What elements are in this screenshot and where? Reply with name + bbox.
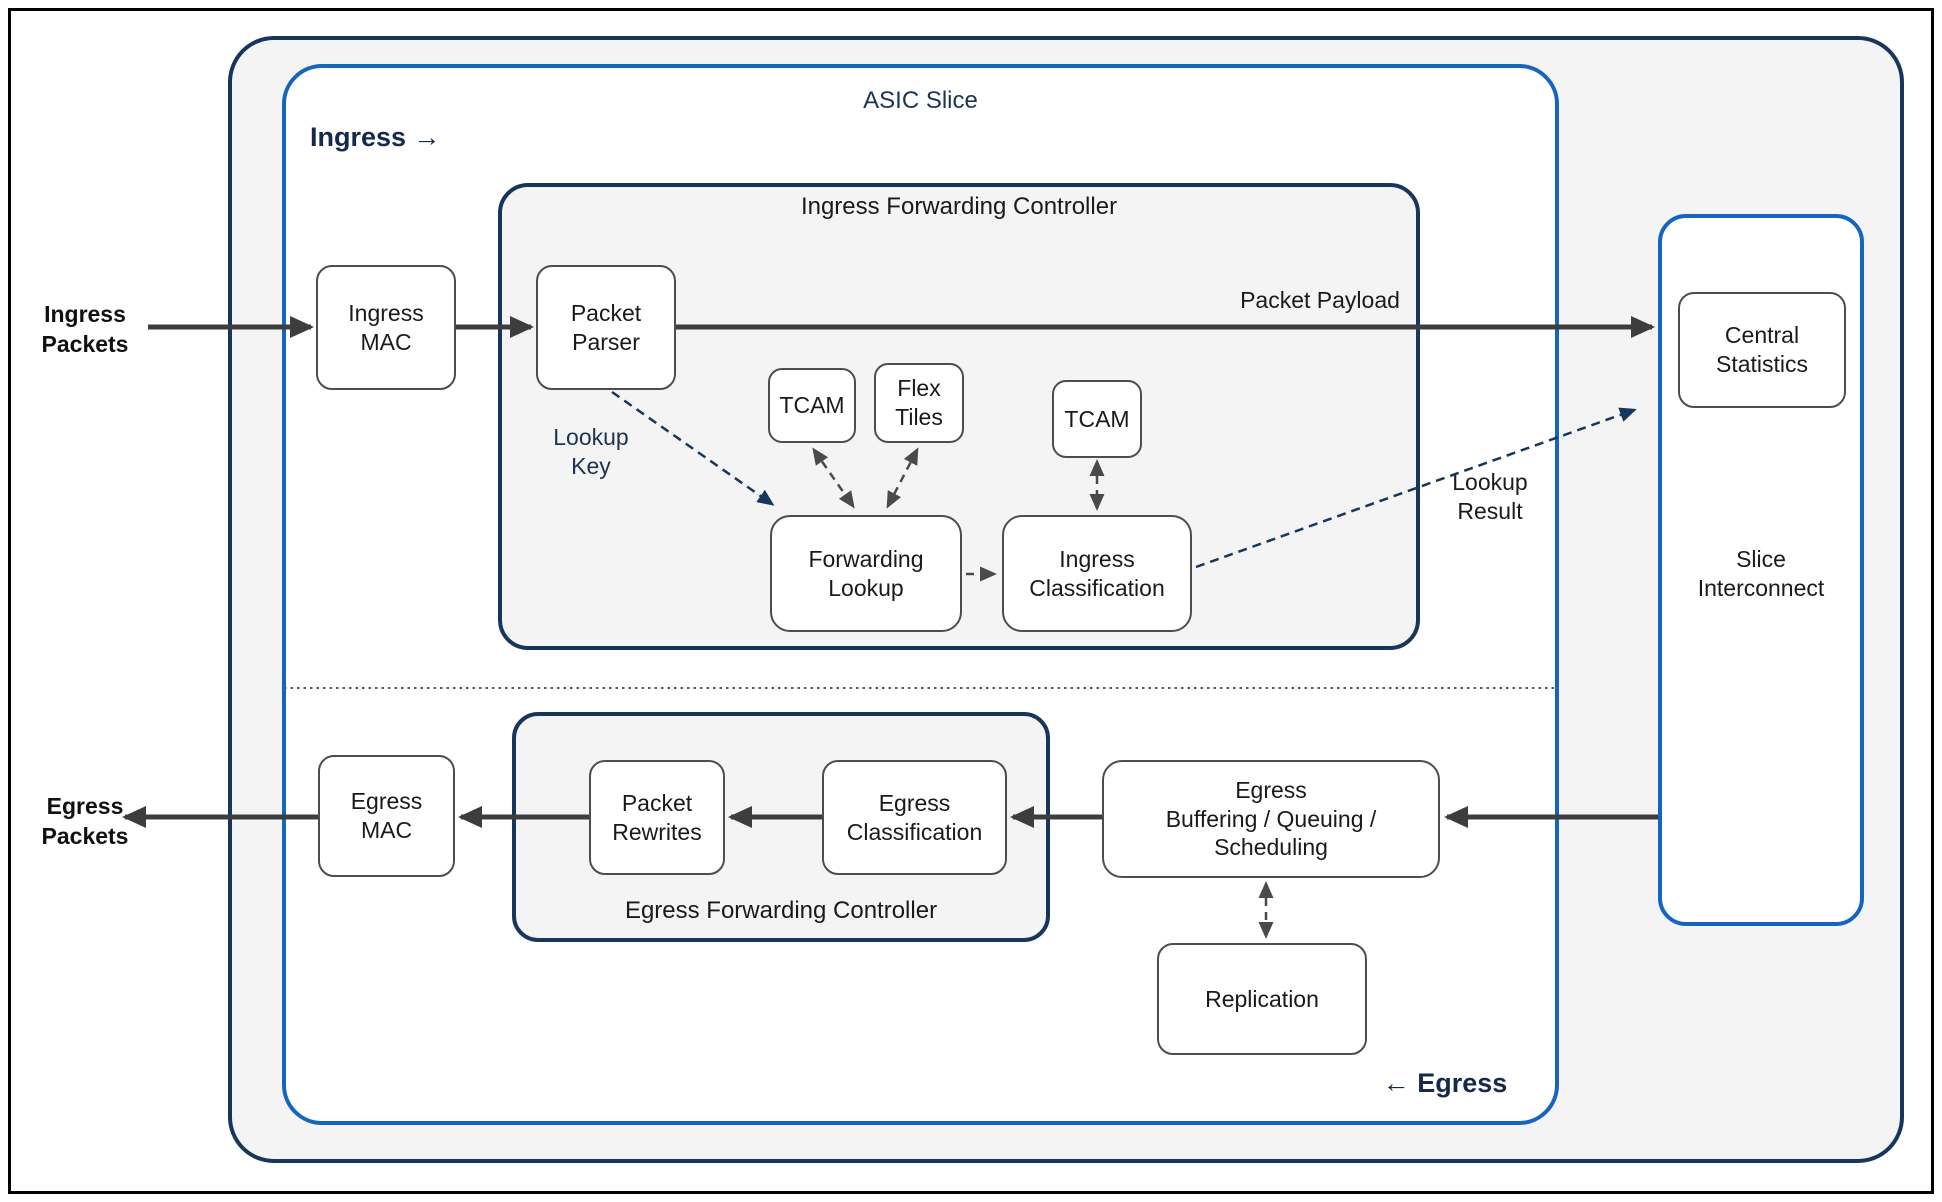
egress-mac-node: Egress MAC	[318, 755, 455, 877]
egress-packets-label: Egress Packets	[41, 793, 129, 849]
egress-buffering-line3: Scheduling	[1214, 834, 1328, 861]
ingress-mac-node: Ingress MAC	[316, 265, 456, 390]
lookup-key-label: Lookup Key	[553, 424, 629, 480]
packet-rewrites-node: Packet Rewrites	[589, 760, 725, 875]
ingress-forwarding-controller-title: Ingress Forwarding Controller	[800, 193, 1118, 220]
ingress-classification-node: Ingress Classification	[1002, 515, 1192, 632]
packet-parser-node: Packet Parser	[536, 265, 676, 390]
egress-classification-node: Egress Classification	[822, 760, 1007, 875]
replication-node: Replication	[1157, 943, 1367, 1055]
tcam-b-node: TCAM	[1052, 380, 1142, 458]
ingress-direction-label: Ingress →	[310, 122, 441, 152]
packet-payload-label: Packet Payload	[1240, 287, 1400, 313]
egress-buffering-line2: Buffering / Queuing /	[1165, 805, 1377, 832]
tcam-a-node: TCAM	[768, 368, 856, 443]
slice-interconnect-label: Slice Interconnect	[1697, 546, 1825, 602]
ingress-packets-label: Ingress Packets	[41, 301, 129, 357]
egress-buffering-node: Egress Buffering / Queuing / Scheduling	[1102, 760, 1440, 878]
asic-slice-title: ASIC Slice	[863, 87, 978, 114]
central-statistics-node: Central Statistics	[1678, 292, 1846, 408]
egress-forwarding-controller-title: Egress Forwarding Controller	[624, 897, 938, 924]
flex-tiles-node: Flex Tiles	[874, 363, 964, 443]
lookup-result-label: Lookup Result	[1452, 469, 1528, 525]
forwarding-lookup-node: Forwarding Lookup	[770, 515, 962, 632]
egress-buffering-line1: Egress	[1235, 776, 1307, 803]
egress-direction-label: ← Egress	[1382, 1068, 1508, 1098]
